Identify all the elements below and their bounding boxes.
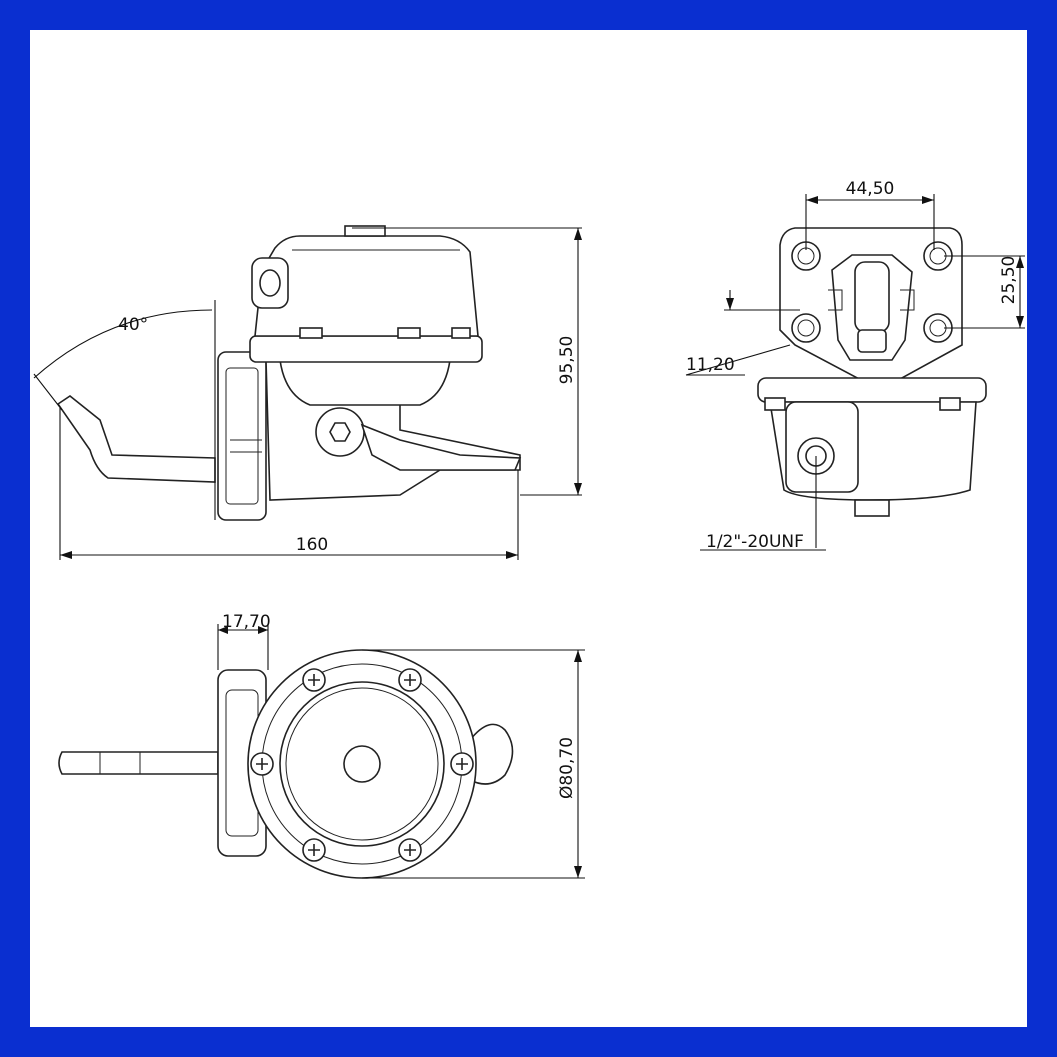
length-dimension: 160 <box>59 408 519 560</box>
outlet-loop <box>469 723 514 785</box>
screw-icon <box>398 668 422 692</box>
screw <box>299 327 323 339</box>
diameter-dimension: Ø80,70 <box>362 649 585 879</box>
cover-cap <box>344 225 386 237</box>
lever-arm <box>56 395 216 483</box>
diameter-label: Ø80,70 <box>557 737 577 799</box>
screw <box>451 327 471 339</box>
hand-lever <box>360 423 522 471</box>
flange-thickness-dimension: 17,70 <box>217 612 271 670</box>
screw-icon <box>450 752 474 776</box>
angle-label: 40° <box>118 315 148 335</box>
drawing-sheet <box>30 30 1027 1027</box>
offset-label: 11,20 <box>686 355 735 375</box>
bottom-view <box>58 649 514 879</box>
bolt-hole <box>791 313 821 343</box>
lower-bowl <box>279 359 451 406</box>
length-label: 160 <box>296 535 328 555</box>
diaphragm-ring <box>249 335 483 363</box>
vertical-spacing-dimension: 25,50 <box>944 255 1025 329</box>
center-plug <box>343 745 381 783</box>
screw-icon <box>302 668 326 692</box>
screw-icon <box>302 838 326 862</box>
front-view <box>757 227 987 517</box>
hex-nut-icon <box>329 422 351 442</box>
upper-cover <box>254 235 479 337</box>
thread-label: 1/2"-20UNF <box>706 532 804 552</box>
flange-thickness-label: 17,70 <box>222 612 271 632</box>
vertical-spacing-label: 25,50 <box>999 256 1019 305</box>
thread-callout: 1/2"-20UNF <box>700 456 826 552</box>
hole-spacing-dimension: 44,50 <box>805 179 935 250</box>
mounting-flange <box>217 351 267 521</box>
lever-arm-bottom <box>58 751 219 775</box>
bottom-plug <box>854 499 890 517</box>
offset-dimension: 11,20 <box>685 290 800 376</box>
side-view: 40° 95,50 160 <box>33 179 1025 879</box>
screw-icon <box>398 838 422 862</box>
screw <box>397 327 421 339</box>
height-dimension: 95,50 <box>352 227 582 496</box>
screw-icon <box>250 752 274 776</box>
angle-dimension: 40° <box>33 300 216 520</box>
height-label: 95,50 <box>557 336 577 385</box>
hole-spacing-label: 44,50 <box>846 179 895 199</box>
